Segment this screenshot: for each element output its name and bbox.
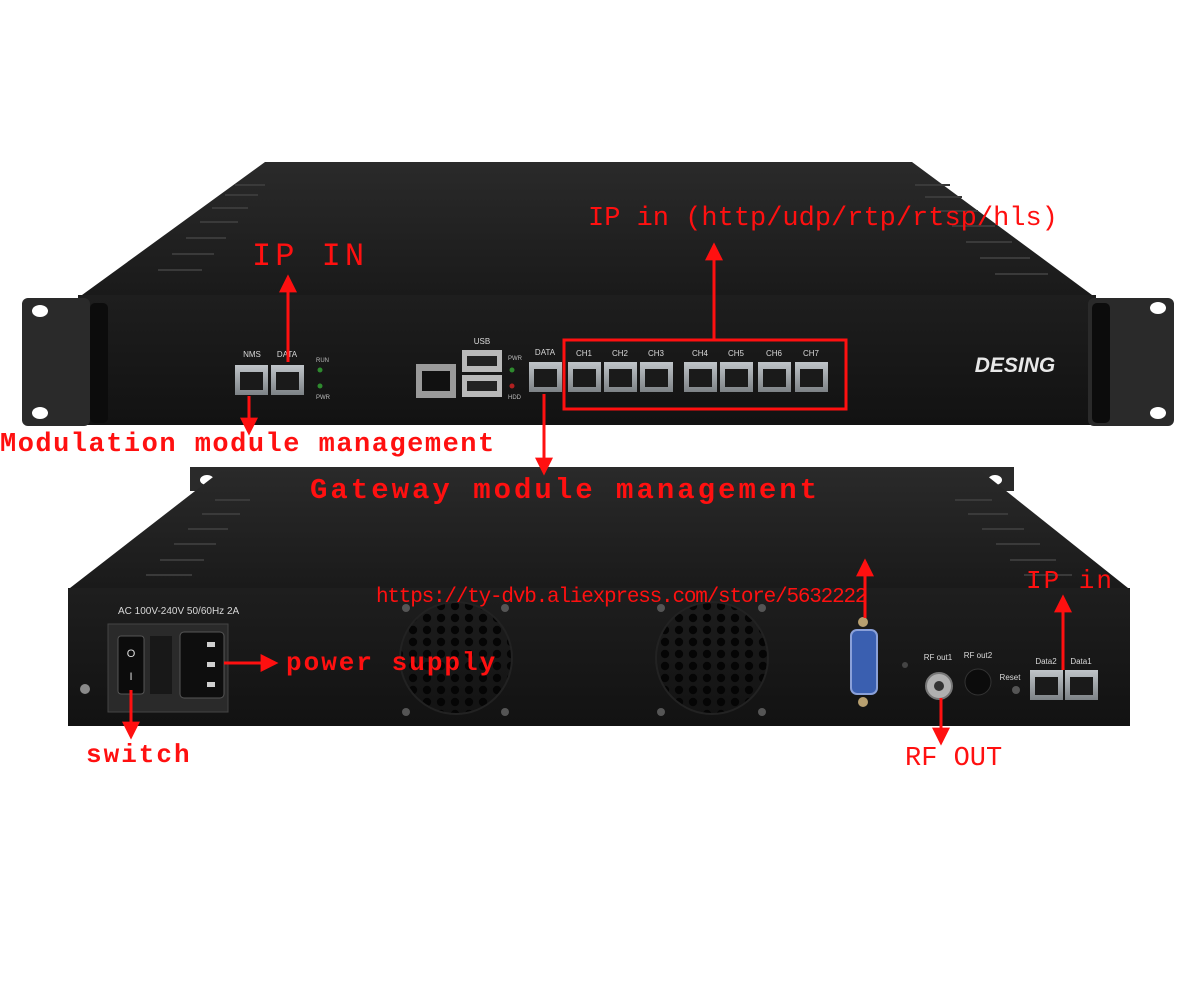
rack-hole (32, 407, 48, 419)
rf-out1-label: RF out1 (924, 653, 953, 662)
vga-screw (858, 697, 868, 707)
rj45-port-channel-socket (689, 369, 712, 387)
power-inlet[interactable] (179, 631, 225, 699)
power-switch[interactable] (117, 635, 145, 695)
reset-label: Reset (1000, 673, 1022, 682)
rj45-port-nms-socket (240, 372, 263, 390)
ground-screw (80, 684, 90, 694)
indicator-hole (902, 662, 908, 668)
fan-grill-right (655, 601, 769, 715)
rj45-port-gateway-data-socket (534, 369, 557, 387)
usb-port-top-slot (467, 356, 497, 366)
front-unit-lid (82, 162, 1092, 295)
label-ip-in-rear: IP in (1026, 566, 1115, 596)
fan-screw (402, 708, 410, 716)
fan-screw (657, 708, 665, 716)
rf-out2-label: RF out2 (964, 651, 993, 660)
channel-port-label: CH2 (612, 349, 629, 358)
rear-unit-lid (70, 467, 1128, 588)
rf-out1-center (934, 681, 944, 691)
rack-ear-left (22, 298, 90, 426)
label-rf-out: RF OUT (905, 744, 1003, 774)
led-label-hdd: HDD (508, 395, 522, 401)
label-switch: switch (86, 740, 192, 770)
power-inlet-pin (207, 682, 215, 687)
rack-handle-right[interactable] (1092, 303, 1110, 423)
channel-port-label: CH1 (576, 349, 593, 358)
power-inlet-pin (207, 662, 215, 667)
fan-screw (501, 604, 509, 612)
led-hdd (509, 383, 515, 389)
brand-logo: DESING (975, 354, 1056, 377)
led-pwr (317, 383, 323, 389)
rj45-port-channel-socket (609, 369, 632, 387)
rf-out2-cap[interactable] (964, 668, 992, 696)
label-store-url: https://ty-dvb.aliexpress.com/store/5632… (376, 586, 867, 609)
lid-vents (158, 184, 1048, 275)
power-inlet-pin (207, 642, 215, 647)
fan-screw (402, 604, 410, 612)
switch-on-mark: I (129, 671, 132, 683)
switch-off-mark: O (127, 648, 136, 660)
channel-port-label: CH6 (766, 349, 783, 358)
rack-hole (32, 305, 48, 317)
rj45-port-channel-socket (573, 369, 596, 387)
port-label-gateway-data: DATA (535, 348, 556, 357)
rj45-port-channel-socket (800, 369, 823, 387)
rj45-port-channel-socket (763, 369, 786, 387)
rj45-port-data2-socket (1035, 677, 1058, 695)
fan-screw (501, 708, 509, 716)
fan-screw (758, 604, 766, 612)
rack-handle-left[interactable] (90, 303, 108, 423)
data1-label: Data1 (1070, 657, 1092, 666)
rj45-port-channel-socket (645, 369, 668, 387)
annotation-arrows (122, 242, 1072, 746)
channel-port-label: CH7 (803, 349, 820, 358)
vga-screw (858, 617, 868, 627)
fan-screw (657, 604, 665, 612)
channel-port-label: CH4 (692, 349, 709, 358)
usb-port-bottom-slot (467, 381, 497, 391)
rack-hole (1150, 302, 1166, 314)
power-rating: AC 100V-240V 50/60Hz 2A (118, 606, 240, 617)
channel-port-label: CH3 (648, 349, 665, 358)
console-port-socket (422, 371, 450, 391)
front-panel (78, 295, 1096, 425)
reset-button[interactable] (1012, 686, 1020, 694)
led-run (317, 367, 323, 373)
label-power-supply: power supply (286, 648, 498, 678)
led-label-pwr: PWR (316, 395, 331, 401)
channel-ports: CH1 CH2 CH3 CH4 CH5 CH6 CH7 (568, 349, 828, 392)
fan-grill-left (399, 601, 513, 715)
label-ip-in-channels: IP in (http/udp/rtp/rtsp/hls) (588, 204, 1058, 234)
rear-lid-vents (146, 499, 1072, 576)
usb-label: USB (474, 337, 490, 346)
led-pwr-2 (509, 367, 515, 373)
rear-unit: AC 100V-240V 50/60Hz 2A O I RF out1 RF o (68, 467, 1130, 726)
led-label-run: RUN (316, 358, 329, 364)
label-modulation-management: Modulation module management (0, 430, 496, 460)
rj45-port-channel-socket (725, 369, 748, 387)
channel-port-label: CH5 (728, 349, 745, 358)
data2-label: Data2 (1035, 657, 1057, 666)
label-gateway-management: Gateway module management (310, 474, 821, 507)
rj45-port-data-socket (276, 372, 299, 390)
fan-screw (758, 708, 766, 716)
led-label-pwr-2: PWR (508, 356, 523, 362)
channel-highlight-box (562, 338, 848, 411)
port-label-nms: NMS (243, 350, 261, 359)
rj45-port-data1-socket (1070, 677, 1093, 695)
rack-hole (1150, 407, 1166, 419)
label-ip-in-front: IP IN (252, 238, 369, 275)
fuse-holder (150, 636, 172, 694)
vga-port[interactable] (850, 629, 878, 695)
rear-panel (68, 588, 1130, 726)
